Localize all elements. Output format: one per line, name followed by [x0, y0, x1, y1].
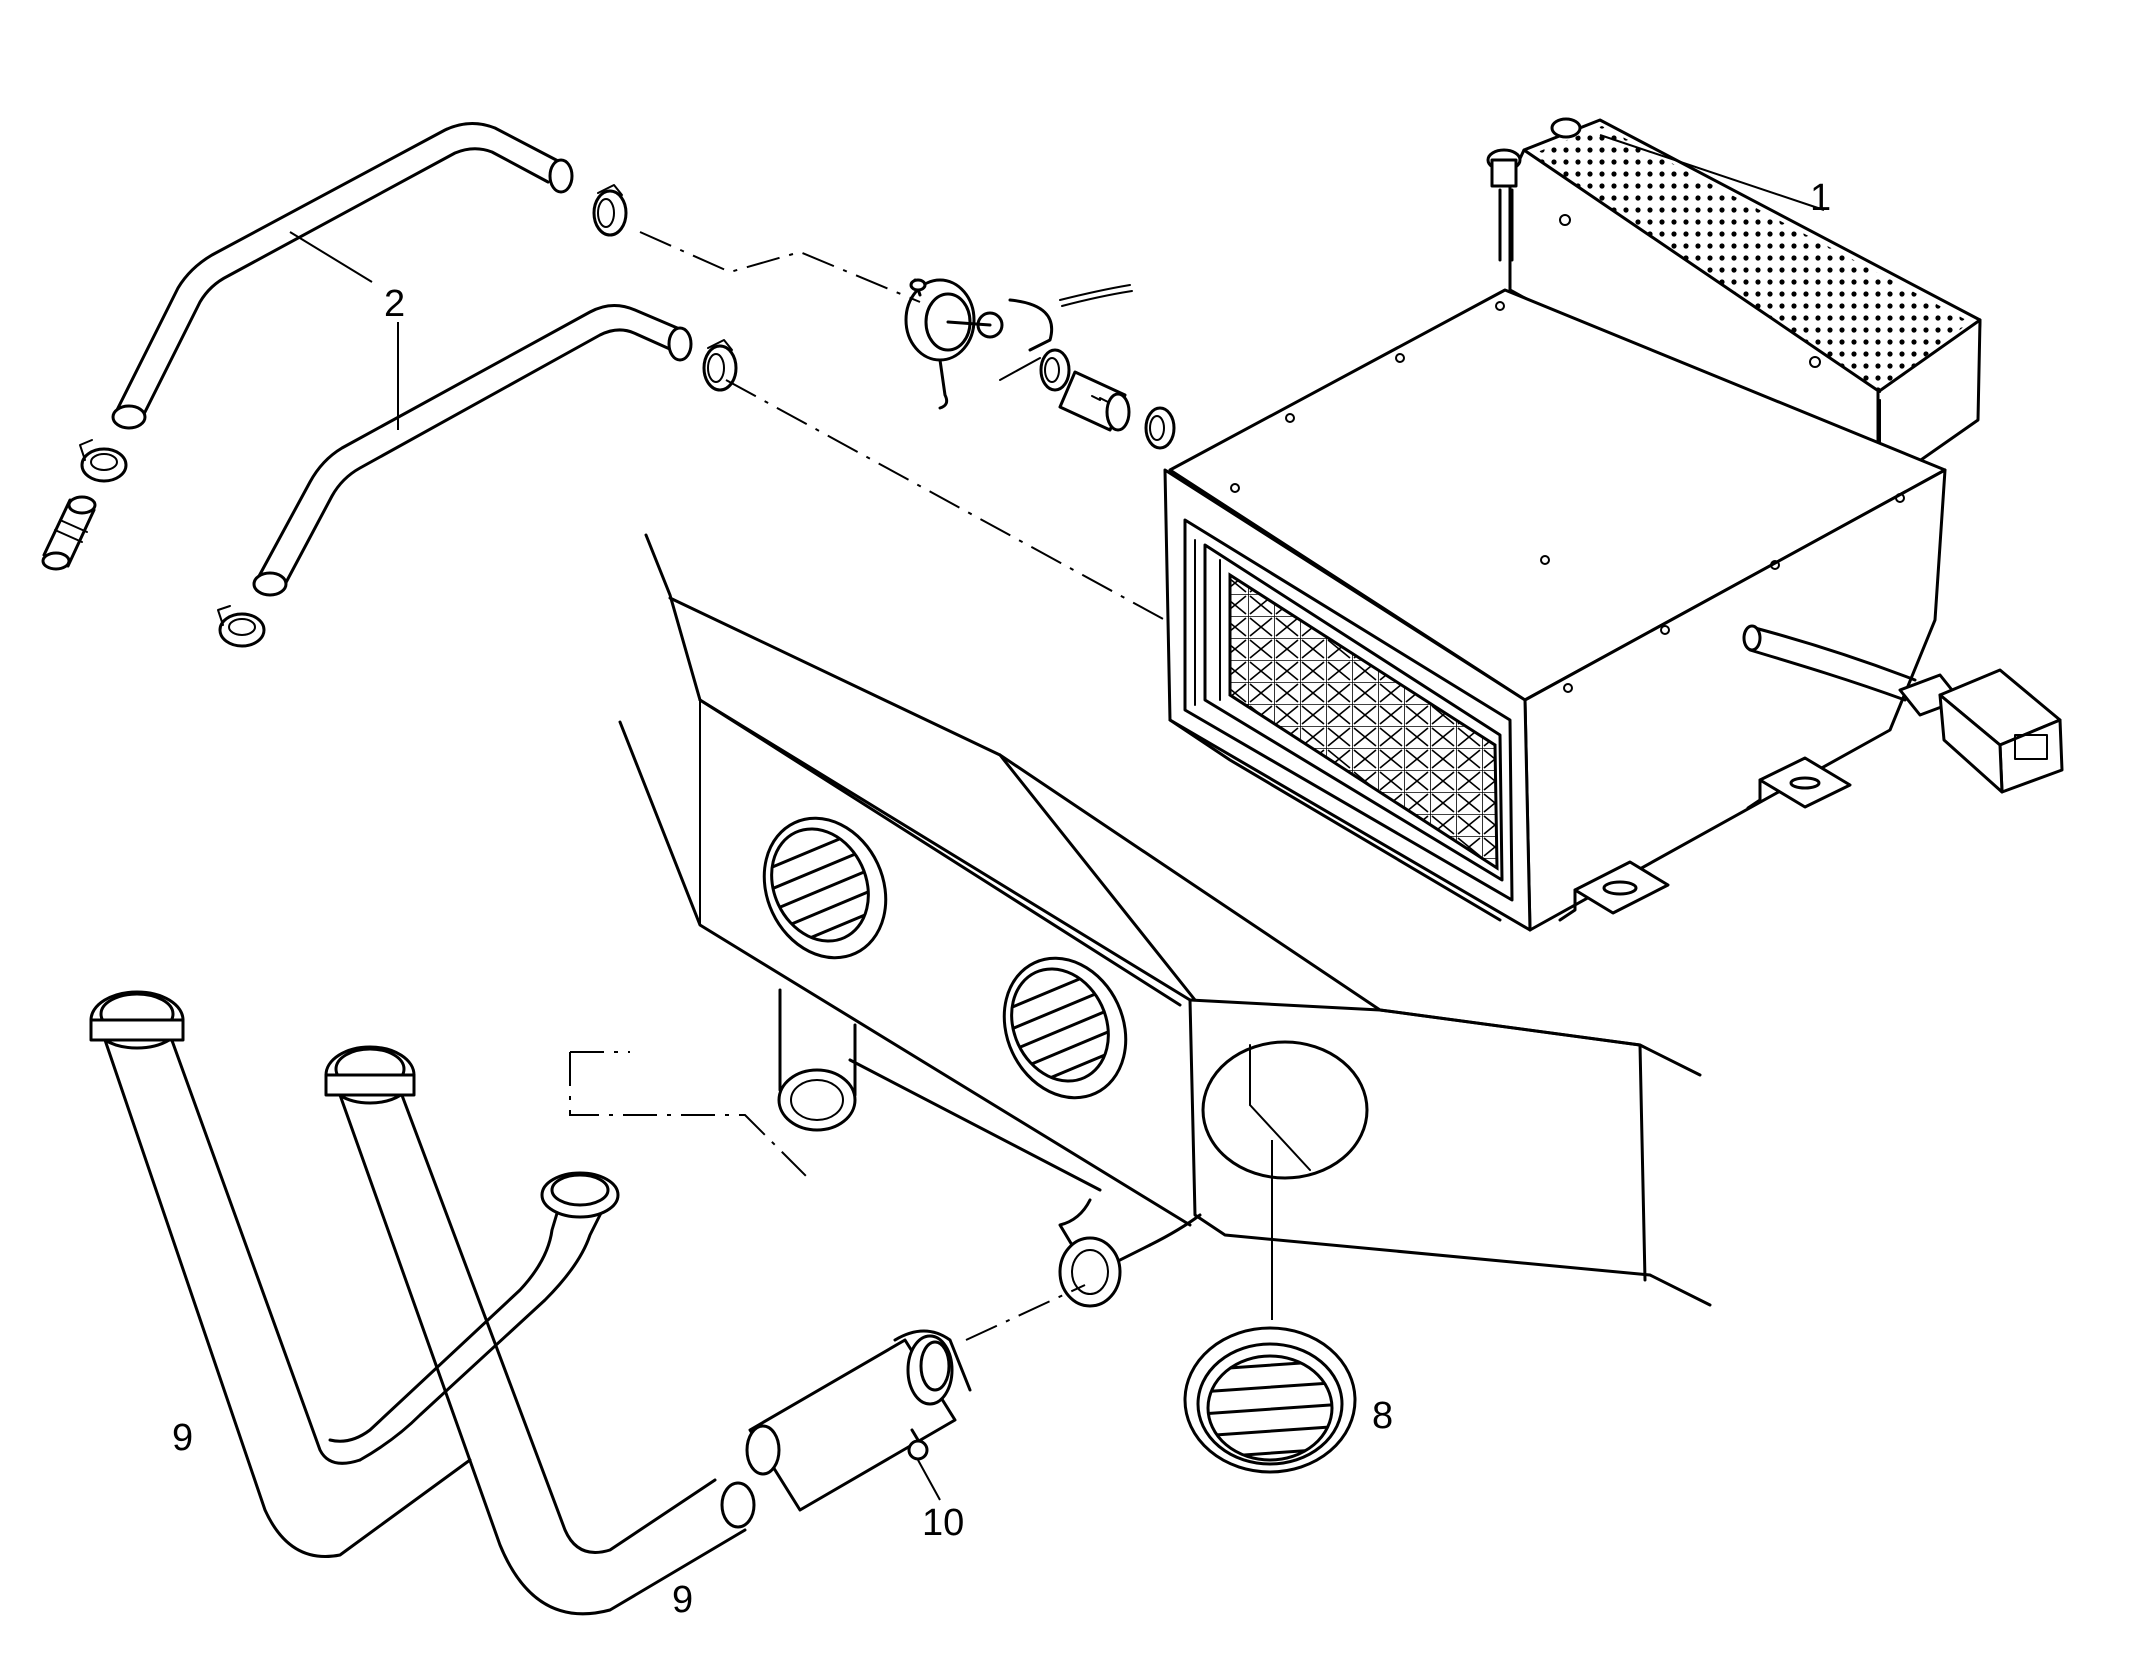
callout-9-left: 9 — [172, 1417, 193, 1459]
callout-8: 8 — [1372, 1395, 1393, 1437]
hose-clamp — [1144, 406, 1176, 450]
hose-clamp — [1039, 348, 1071, 392]
hose-connector — [1058, 370, 1131, 432]
duct-outlet-opening — [1201, 1040, 1369, 1180]
leader-10 — [917, 1459, 941, 1501]
mounting-bracket — [1558, 860, 1670, 922]
leader-1 — [1599, 134, 1825, 211]
duct-vent-left — [757, 816, 888, 960]
callout-1: 1 — [1810, 177, 1831, 219]
leader-2-upper — [289, 231, 373, 283]
coolant-pipe-right — [324, 1045, 756, 1616]
vent-grille-8 — [1183, 1326, 1357, 1474]
duct-vent-right — [997, 956, 1128, 1100]
duct-spigot — [1058, 1198, 1202, 1308]
connecting-hose-10 — [745, 1329, 972, 1512]
callout-9-bottom: 9 — [672, 1579, 693, 1621]
hose-clamp — [592, 184, 628, 237]
heater-hose-lower — [252, 304, 693, 597]
pipe-fitting — [41, 495, 97, 571]
heater-core-box — [1163, 288, 1947, 932]
mounting-bracket — [1746, 756, 1852, 810]
electrical-connector — [1742, 624, 2064, 794]
callout-10: 10 — [922, 1502, 964, 1544]
callout-2: 2 — [384, 283, 405, 325]
heater-hose-upper — [111, 122, 574, 430]
hose-clamp — [702, 339, 738, 392]
hose-clamp — [217, 605, 266, 648]
duct-spigot — [777, 988, 857, 1132]
air-duct — [618, 533, 1712, 1308]
hose-clamp — [79, 439, 128, 483]
heater-control-valve — [904, 278, 1133, 410]
coolant-pipe-left — [89, 990, 620, 1558]
heater-unit — [1163, 117, 2064, 932]
hose-clamp-10 — [893, 1329, 972, 1461]
